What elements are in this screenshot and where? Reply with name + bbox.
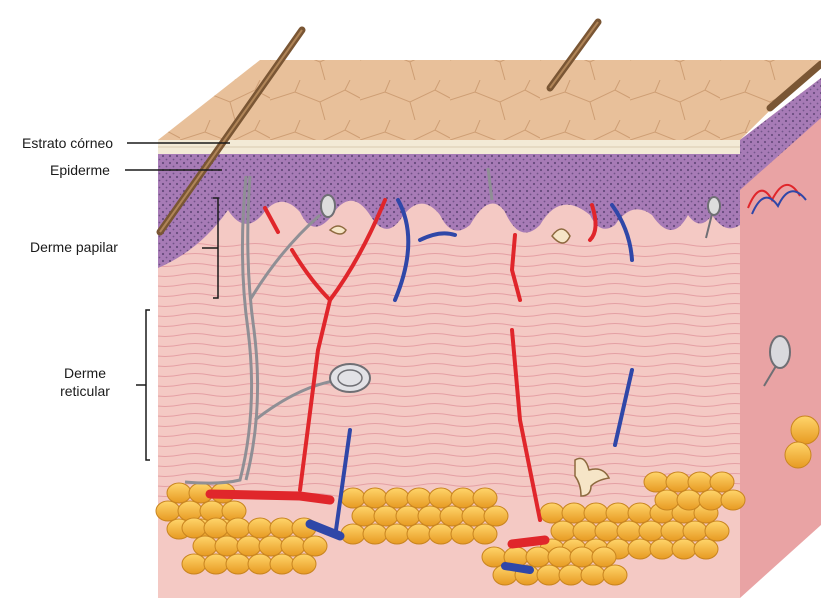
fat-lobule (215, 536, 239, 556)
fat-lobule (592, 547, 616, 567)
fat-lobule (303, 536, 327, 556)
fat-lobule (628, 539, 652, 559)
fat-lobule (429, 488, 453, 508)
fat-lobule (341, 488, 365, 508)
right-side-face (740, 78, 821, 598)
fat-lobule (705, 521, 729, 541)
fat-lobule (537, 565, 561, 585)
fat-lobule (644, 472, 668, 492)
fat-lobule (237, 536, 261, 556)
fat-lobule (699, 490, 723, 510)
fat-lobule (672, 539, 696, 559)
fat-lobule (182, 554, 206, 574)
fat-lobule (677, 490, 701, 510)
fat-lobule (710, 472, 734, 492)
fat-lobule (193, 536, 217, 556)
label-estrato-corneo: Estrato córneo (22, 134, 113, 152)
fat-lobule (385, 488, 409, 508)
fat-lobule (407, 524, 431, 544)
fat-lobule (584, 503, 608, 523)
fat-lobule (248, 518, 272, 538)
fat-lobule (374, 506, 398, 526)
fat-lobule (551, 521, 575, 541)
fat-lobule (661, 521, 685, 541)
fat-lobule (526, 547, 550, 567)
fat-lobule (281, 536, 305, 556)
fat-lobule (222, 501, 246, 521)
fat-lobule (606, 503, 630, 523)
fat-lobule (248, 554, 272, 574)
fat-lobule (156, 501, 180, 521)
fat-lobule (694, 539, 718, 559)
fat-lobule (259, 536, 283, 556)
fat-lobule (451, 524, 475, 544)
fat-lobule (650, 539, 674, 559)
fat-lobule (666, 472, 690, 492)
label-derme-reticular-2: reticular (45, 382, 125, 400)
fat-lobule (603, 565, 627, 585)
fat-lobule (363, 488, 387, 508)
fat-lobule (292, 554, 316, 574)
label-derme-reticular-1: Derme (45, 364, 125, 382)
fat-lobule (628, 503, 652, 523)
fat-lobule (473, 524, 497, 544)
skin-surface (158, 60, 821, 140)
fat-lobule (200, 501, 224, 521)
fat-lobule (226, 554, 250, 574)
fat-lobule (167, 483, 191, 503)
fat-lobule (363, 524, 387, 544)
fat-lobule (573, 521, 597, 541)
fat-lobule (341, 524, 365, 544)
fat-lobule (182, 518, 206, 538)
fat-lobule (418, 506, 442, 526)
fat-lobule (639, 521, 663, 541)
fat-lobule (270, 554, 294, 574)
fat-lobule (688, 472, 712, 492)
fat-lobule (462, 506, 486, 526)
fat-lobule (352, 506, 376, 526)
fat-lobule (178, 501, 202, 521)
fat-lobule (595, 521, 619, 541)
fat-lobule (429, 524, 453, 544)
label-derme-papilar: Derme papilar (30, 238, 118, 256)
fat-lobule (581, 565, 605, 585)
fat-lobule (655, 490, 679, 510)
fat-lobule (204, 518, 228, 538)
fat-lobule (617, 521, 641, 541)
fat-lobule (226, 518, 250, 538)
derme-reticular-bracket (136, 310, 150, 460)
fat-lobule (683, 521, 707, 541)
stratum-corneum (158, 140, 740, 154)
fat-lobule (540, 503, 564, 523)
fat-lobule (473, 488, 497, 508)
fat-lobule (451, 488, 475, 508)
fat-lobule (407, 488, 431, 508)
fat-lobule (204, 554, 228, 574)
label-epiderme: Epiderme (50, 161, 110, 179)
fat-lobule (570, 547, 594, 567)
fat-lobule (721, 490, 745, 510)
fat-lobule (562, 503, 586, 523)
fat-lobule (270, 518, 294, 538)
fat-lobule (548, 547, 572, 567)
fat-lobule (484, 506, 508, 526)
fat-lobule (396, 506, 420, 526)
fat-lobule (559, 565, 583, 585)
fat-lobule (440, 506, 464, 526)
fat-lobule (385, 524, 409, 544)
